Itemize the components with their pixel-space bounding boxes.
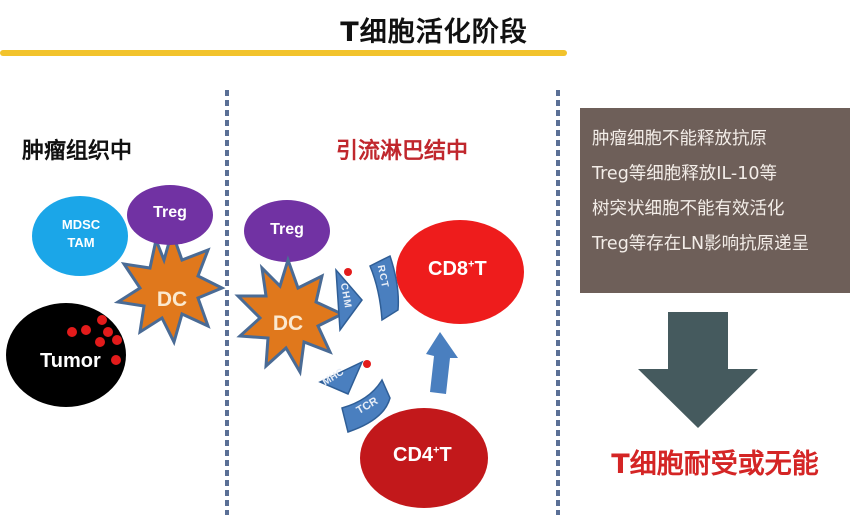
tam-label: TAM <box>67 235 95 250</box>
antigen-dot-icon <box>344 268 352 276</box>
section-divider-left <box>225 90 229 515</box>
left-dc-label: DC <box>156 288 188 311</box>
chm-receptor-icon <box>335 267 363 333</box>
title-underline <box>0 50 567 56</box>
down-arrow-icon <box>638 312 758 428</box>
section-divider-right <box>556 90 560 515</box>
antigen-dot-icon <box>363 360 371 368</box>
cd4-main: CD4 <box>393 444 434 466</box>
result-text: T细胞耐受或无能 <box>611 449 819 480</box>
tumor-cell-icon <box>6 303 126 407</box>
cd4-sup: + <box>433 444 440 457</box>
tumor-microenvironment-diagram <box>6 185 226 407</box>
mhc-receptor-icon <box>318 360 364 395</box>
mechanism-info-box: 肿瘤细胞不能释放抗原 Treg等细胞释放IL-10等 树突状细胞不能有效活化 T… <box>580 108 850 293</box>
left-treg-label: Treg <box>153 204 187 221</box>
cd8-suffix: T <box>474 258 487 280</box>
up-arrow-icon <box>426 332 458 394</box>
tumor-label: Tumor <box>40 350 101 372</box>
lymph-node-heading: 引流淋巴结中 <box>336 139 469 164</box>
mdsc-tam-label: MDSC TAM <box>56 216 106 252</box>
cd4-suffix: T <box>439 444 452 466</box>
mdsc-tam-cell-icon <box>32 196 128 276</box>
info-line: Treg等细胞释放IL-10等 <box>592 164 777 184</box>
page-title: T细胞活化阶段 <box>340 17 528 48</box>
tcr-receptor-icon <box>341 378 391 433</box>
info-line: Treg等存在LN影响抗原递呈 <box>592 234 810 254</box>
mid-treg-label: Treg <box>270 221 304 238</box>
info-line: 肿瘤细胞不能释放抗原 <box>592 129 767 149</box>
cd8-t-cell-icon <box>396 220 524 324</box>
tumor-tissue-heading: 肿瘤组织中 <box>22 139 133 164</box>
mid-dc-star-icon <box>234 255 346 377</box>
treg-cell-icon <box>127 185 213 245</box>
antigen-dots-icon <box>67 315 122 365</box>
rct-receptor-icon <box>369 254 400 322</box>
cd8-sup: + <box>468 258 475 271</box>
cd8-main: CD8 <box>428 258 469 280</box>
info-line: 树突状细胞不能有效活化 <box>592 199 785 219</box>
mid-dc-label: DC <box>272 312 304 335</box>
cd4-t-label: CD4+T <box>393 444 452 467</box>
cd8-t-label: CD8+T <box>428 258 487 281</box>
mdsc-label: MDSC <box>61 217 101 232</box>
cd4-t-cell-icon <box>360 408 488 508</box>
lymph-node-diagram <box>234 200 524 508</box>
mid-treg-cell-icon <box>244 200 330 262</box>
dc-star-icon <box>113 227 226 347</box>
